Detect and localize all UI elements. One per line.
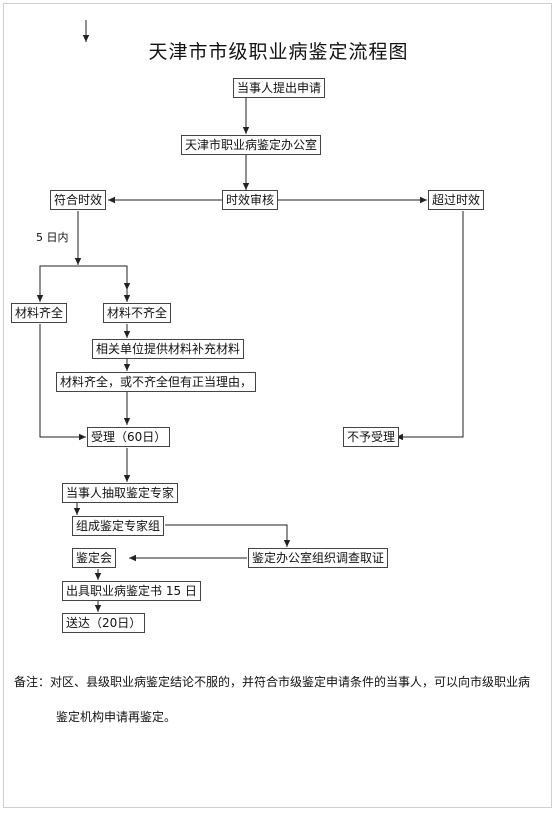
node-issue: 出具职业病鉴定书 15 日 [62, 581, 201, 601]
node-supplement: 相关单位提供材料补充材料 [92, 339, 245, 359]
node-apply: 当事人提出申请 [233, 78, 326, 98]
node-form-group: 组成鉴定专家组 [72, 516, 165, 536]
node-office: 天津市职业病鉴定办公室 [181, 135, 322, 155]
node-draw: 当事人抽取鉴定专家 [62, 483, 179, 503]
node-accept: 受理（60日） [87, 427, 171, 447]
arrow-formgroup-investigate [165, 524, 291, 547]
node-complete: 材料齐全 [11, 303, 68, 323]
line-split-bar [39, 265, 131, 290]
arrow-complete-accept [39, 324, 86, 441]
node-reject: 不予受理 [343, 427, 400, 447]
arrow-overdue-reject [396, 211, 464, 441]
node-incomplete: 材料不齐全 [103, 303, 172, 323]
footnote-line-2: 鉴定机构申请再鉴定。 [56, 710, 177, 724]
footnote-line-1: 备注：对区、县级职业病鉴定结论不服的，并符合市级鉴定申请条件的当事人，可以向市级… [14, 675, 531, 689]
node-meeting: 鉴定会 [72, 548, 117, 568]
node-deliver: 送达（20日） [62, 613, 146, 633]
page-frame [3, 3, 552, 808]
node-justified: 材料齐全，或不齐全但有正当理由， [56, 372, 257, 392]
footnote: 备注：对区、县级职业病鉴定结论不服的，并符合市级鉴定申请条件的当事人，可以向市级… [14, 665, 549, 735]
node-review: 时效审核 [222, 190, 279, 210]
label-five-days: 5 日内 [36, 231, 69, 244]
node-investigate: 鉴定办公室组织调查取证 [248, 548, 389, 568]
page-title: 天津市市级职业病鉴定流程图 [148, 41, 409, 63]
node-in-time: 符合时效 [50, 190, 107, 210]
node-overdue: 超过时效 [428, 190, 485, 210]
